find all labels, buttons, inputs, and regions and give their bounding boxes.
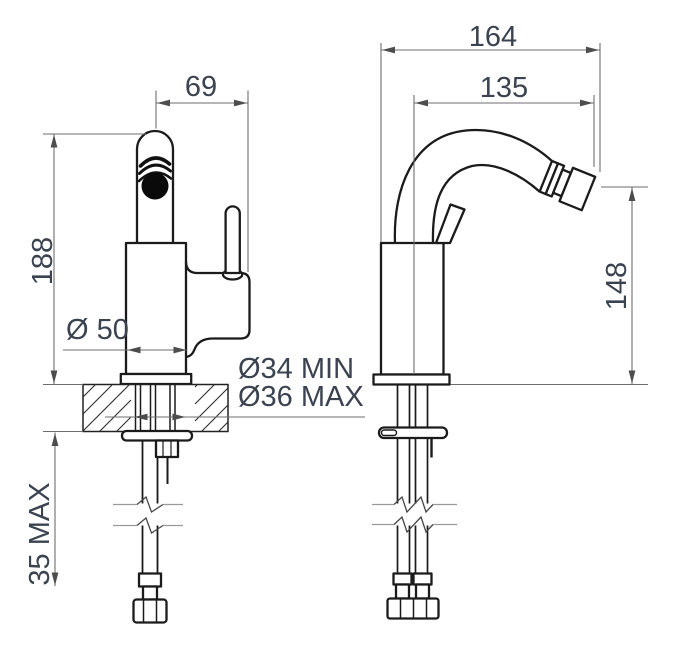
front-deck-hatch — [82, 384, 229, 432]
side-supply-hoses — [396, 384, 429, 574]
front-hose-nut — [132, 598, 168, 624]
side-hose-neck — [394, 583, 411, 600]
dim-spout-offset: 69 — [185, 71, 217, 103]
side-aerator — [538, 159, 597, 212]
side-hose-collar — [392, 572, 413, 586]
dim-overall-height: 188 — [27, 237, 59, 285]
front-base-flange — [119, 372, 193, 386]
front-lever — [224, 205, 241, 275]
side-lever — [434, 203, 466, 245]
front-view: 69 188 Ø 50 Ø34 MIN Ø36 MAX 35 — [24, 71, 365, 624]
side-spout-inner — [431, 163, 541, 244]
front-spout-outline — [135, 129, 175, 243]
front-outlet-circle — [141, 172, 169, 200]
front-spout-outlet — [137, 156, 173, 200]
dim-body-diameter: Ø 50 — [66, 314, 129, 346]
front-mounting-nut — [154, 439, 180, 459]
side-hose-collar — [412, 572, 433, 586]
side-washer-notch — [380, 429, 398, 437]
front-hose-collar — [137, 572, 163, 588]
dim-spout-reach: 135 — [480, 72, 528, 104]
side-base-flange — [372, 373, 451, 386]
dim-overall-depth: 164 — [469, 21, 517, 53]
front-threaded-shank — [134, 384, 176, 432]
dim-hole-max: Ø36 MAX — [238, 381, 364, 413]
dim-deck-thickness: 35 MAX — [24, 482, 56, 585]
front-handle-boss — [184, 261, 251, 359]
dim-spout-height: 148 — [601, 262, 633, 310]
side-view: 164 135 148 — [372, 21, 648, 620]
side-dimensions: 164 135 148 — [380, 21, 648, 386]
side-washer — [377, 426, 449, 440]
side-break-lines — [372, 495, 457, 534]
side-body — [379, 241, 445, 376]
front-dimensions: 69 188 Ø 50 Ø34 MIN Ø36 MAX 35 — [24, 71, 365, 586]
front-break-lines — [113, 495, 183, 534]
front-hose-neck — [141, 585, 159, 601]
side-hose-neck — [414, 583, 431, 600]
dim-hole-min: Ø34 MIN — [238, 353, 354, 385]
side-spout-outer — [393, 128, 553, 244]
front-body — [124, 241, 188, 376]
front-washer — [120, 429, 194, 442]
